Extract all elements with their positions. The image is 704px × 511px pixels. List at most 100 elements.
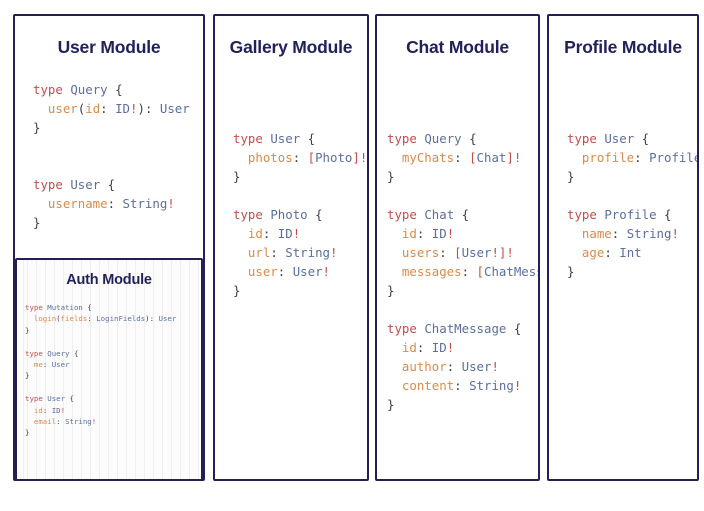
card-profile-module[interactable]: Profile Module type User { profile: Prof… (547, 14, 699, 481)
code-token: login (33, 314, 57, 324)
code-token: : (56, 417, 66, 427)
code-line: type Profile { (567, 205, 697, 224)
code-token: fields (60, 314, 88, 324)
code-token (567, 150, 582, 165)
code-token: } (233, 283, 241, 298)
code-token: myChats (401, 150, 455, 165)
code-token: { (69, 348, 79, 358)
code-token (33, 196, 48, 211)
code-token: { (656, 207, 672, 222)
code-token: ID (277, 226, 293, 241)
code-token: Photo (270, 207, 308, 222)
code-token: user (47, 101, 78, 116)
code-token: ( (56, 314, 61, 324)
code-token: } (387, 169, 395, 184)
code-token: } (25, 428, 30, 438)
code-token: : (42, 405, 52, 415)
code-line: } (567, 167, 697, 186)
code-line: user(id: ID!): User (33, 99, 203, 118)
code-token: { (300, 131, 316, 146)
code-block-chat: type Query { myChats: [Chat]!} type Chat… (377, 129, 538, 414)
code-token: ! (446, 226, 455, 241)
code-token: ] (352, 150, 360, 165)
code-token: } (387, 397, 395, 412)
code-line: } (233, 281, 367, 300)
card-chat-module[interactable]: Chat Module type Query { myChats: [Chat]… (375, 14, 540, 481)
code-token (233, 150, 248, 165)
code-token: : (149, 314, 159, 324)
code-token: ChatMessage (424, 321, 507, 336)
code-line (233, 186, 367, 205)
code-token: user (247, 264, 278, 279)
code-token: ID (115, 101, 130, 116)
code-token: : (439, 245, 455, 260)
code-token: type (33, 177, 71, 192)
code-token: id (247, 226, 263, 241)
card-auth-module[interactable]: Auth Module type Mutation { login(fields… (15, 258, 203, 479)
code-token: User (159, 101, 190, 116)
code-line: id: ID! (25, 405, 201, 416)
code-token: { (100, 177, 116, 192)
code-token: } (387, 283, 395, 298)
code-token: LoginFields (96, 314, 146, 324)
code-token: profile (581, 150, 635, 165)
code-token: age (581, 245, 605, 260)
code-token: User (461, 245, 492, 260)
code-token: ! (330, 245, 338, 260)
code-token: { (307, 207, 323, 222)
code-token: : (262, 226, 278, 241)
code-token (33, 101, 48, 116)
card-user-module[interactable]: User Module type Query { user(id: ID!): … (13, 14, 205, 481)
code-token: Chat (476, 150, 507, 165)
code-token: Profile (604, 207, 657, 222)
code-line (567, 186, 697, 205)
code-token: type (233, 207, 271, 222)
code-token: : (100, 101, 116, 116)
code-token (387, 245, 402, 260)
code-line: } (25, 325, 201, 336)
code-line (25, 336, 201, 347)
code-token (233, 264, 248, 279)
code-line: user: User! (233, 262, 367, 281)
code-token: { (506, 321, 522, 336)
code-token: [ (454, 245, 462, 260)
code-line (33, 156, 203, 175)
code-token: id (85, 101, 101, 116)
code-token: content (401, 378, 455, 393)
card-gallery-module[interactable]: Gallery Module type User { photos: [Phot… (213, 14, 369, 481)
card-title-chat: Chat Module (406, 37, 509, 57)
code-token: { (634, 131, 650, 146)
code-line (33, 137, 203, 156)
code-token: Chat (424, 207, 455, 222)
code-line: email: String! (25, 416, 201, 427)
code-line: } (233, 167, 367, 186)
code-token: ! (491, 359, 499, 374)
code-token: User (604, 131, 635, 146)
code-token: : (277, 264, 293, 279)
code-token: type (567, 131, 605, 146)
code-token: author (401, 359, 447, 374)
code-line: } (387, 167, 538, 186)
code-line: messages: [ChatMessage]! (387, 262, 538, 281)
code-token: Int (619, 245, 642, 260)
code-block-user: type Query { user(id: ID!): User} type U… (15, 80, 203, 232)
code-line: } (387, 281, 538, 300)
code-line: login(fields: LoginFields): User (25, 313, 201, 324)
code-token (387, 340, 402, 355)
code-token: username (47, 196, 108, 211)
code-line: age: Int (567, 243, 697, 262)
code-token: } (33, 215, 41, 230)
code-token (25, 406, 34, 415)
code-line: type ChatMessage { (387, 319, 538, 338)
code-token: id (401, 226, 417, 241)
code-token: : (144, 101, 160, 116)
code-token: { (65, 394, 74, 404)
code-token: Profile (649, 150, 699, 165)
code-line: id: ID! (233, 224, 367, 243)
code-token: String (626, 226, 672, 241)
code-token: ! (359, 150, 368, 165)
code-token: Photo (315, 150, 353, 165)
code-token: [ (469, 150, 477, 165)
code-token: name (581, 226, 612, 241)
code-line: type Query { (387, 129, 538, 148)
